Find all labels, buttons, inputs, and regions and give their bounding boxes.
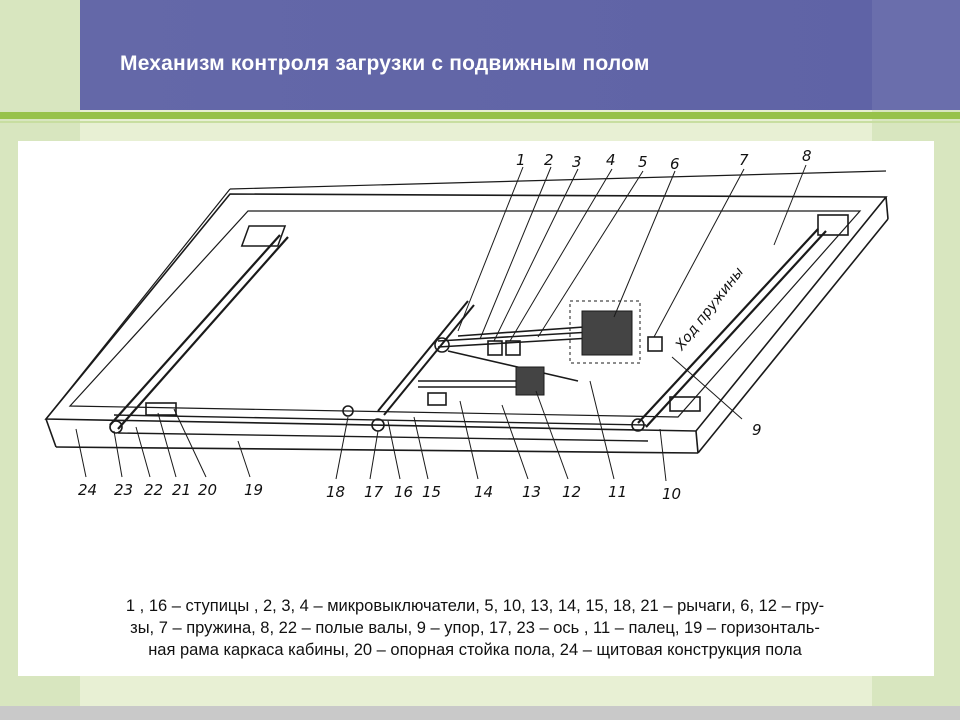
floor-frame-inner [68,210,862,418]
accent-line-thin [0,121,960,123]
accent-line [0,112,960,119]
callout-14: 14 [474,483,493,501]
callout-18: 18 [326,483,345,501]
legend-line-2: зы, 7 – пружина, 8, 22 – полые валы, 9 –… [130,619,820,637]
floor-frame-outer [44,193,888,432]
header-corner-block [872,0,960,110]
callout-10: 10 [662,485,681,503]
callout-8: 8 [802,147,812,165]
callout-21: 21 [172,481,191,499]
callout-1: 1 [516,151,526,169]
bottom-bar [0,706,960,720]
callout-16: 16 [394,483,413,501]
legend-line-3: ная рама каркаса кабины, 20 – опорная ст… [148,641,802,659]
slide-header [80,0,872,110]
legend-caption: 1 , 16 – ступицы , 2, 3, 4 – микровыключ… [30,595,920,661]
callout-13: 13 [522,483,541,501]
callout-15: 15 [422,483,441,501]
callout-2: 2 [544,151,554,169]
callout-12: 12 [562,483,581,501]
callout-19: 19 [244,481,263,499]
callout-7: 7 [739,151,749,169]
callout-22: 22 [144,481,163,499]
legend-line-1: 1 , 16 – ступицы , 2, 3, 4 – микровыключ… [125,597,825,615]
callout-6: 6 [670,155,680,173]
callout-9: 9 [752,421,762,439]
callout-23: 23 [114,481,133,499]
mechanism-diagram: 1 2 3 4 5 6 7 8 9 10 11 12 13 14 15 16 1… [44,147,889,503]
content-panel: 1 2 3 4 5 6 7 8 9 10 11 12 13 14 15 16 1… [18,141,934,676]
callout-24: 24 [78,481,97,499]
callout-3: 3 [572,153,582,171]
callout-20: 20 [198,481,217,499]
callout-17: 17 [364,483,384,501]
callout-5: 5 [638,153,648,171]
slide-title: Механизм контроля загрузки с подвижным п… [120,52,650,75]
callout-4: 4 [606,151,616,169]
spring-travel-label: Ход пружины [672,264,747,354]
callout-11: 11 [608,483,627,501]
